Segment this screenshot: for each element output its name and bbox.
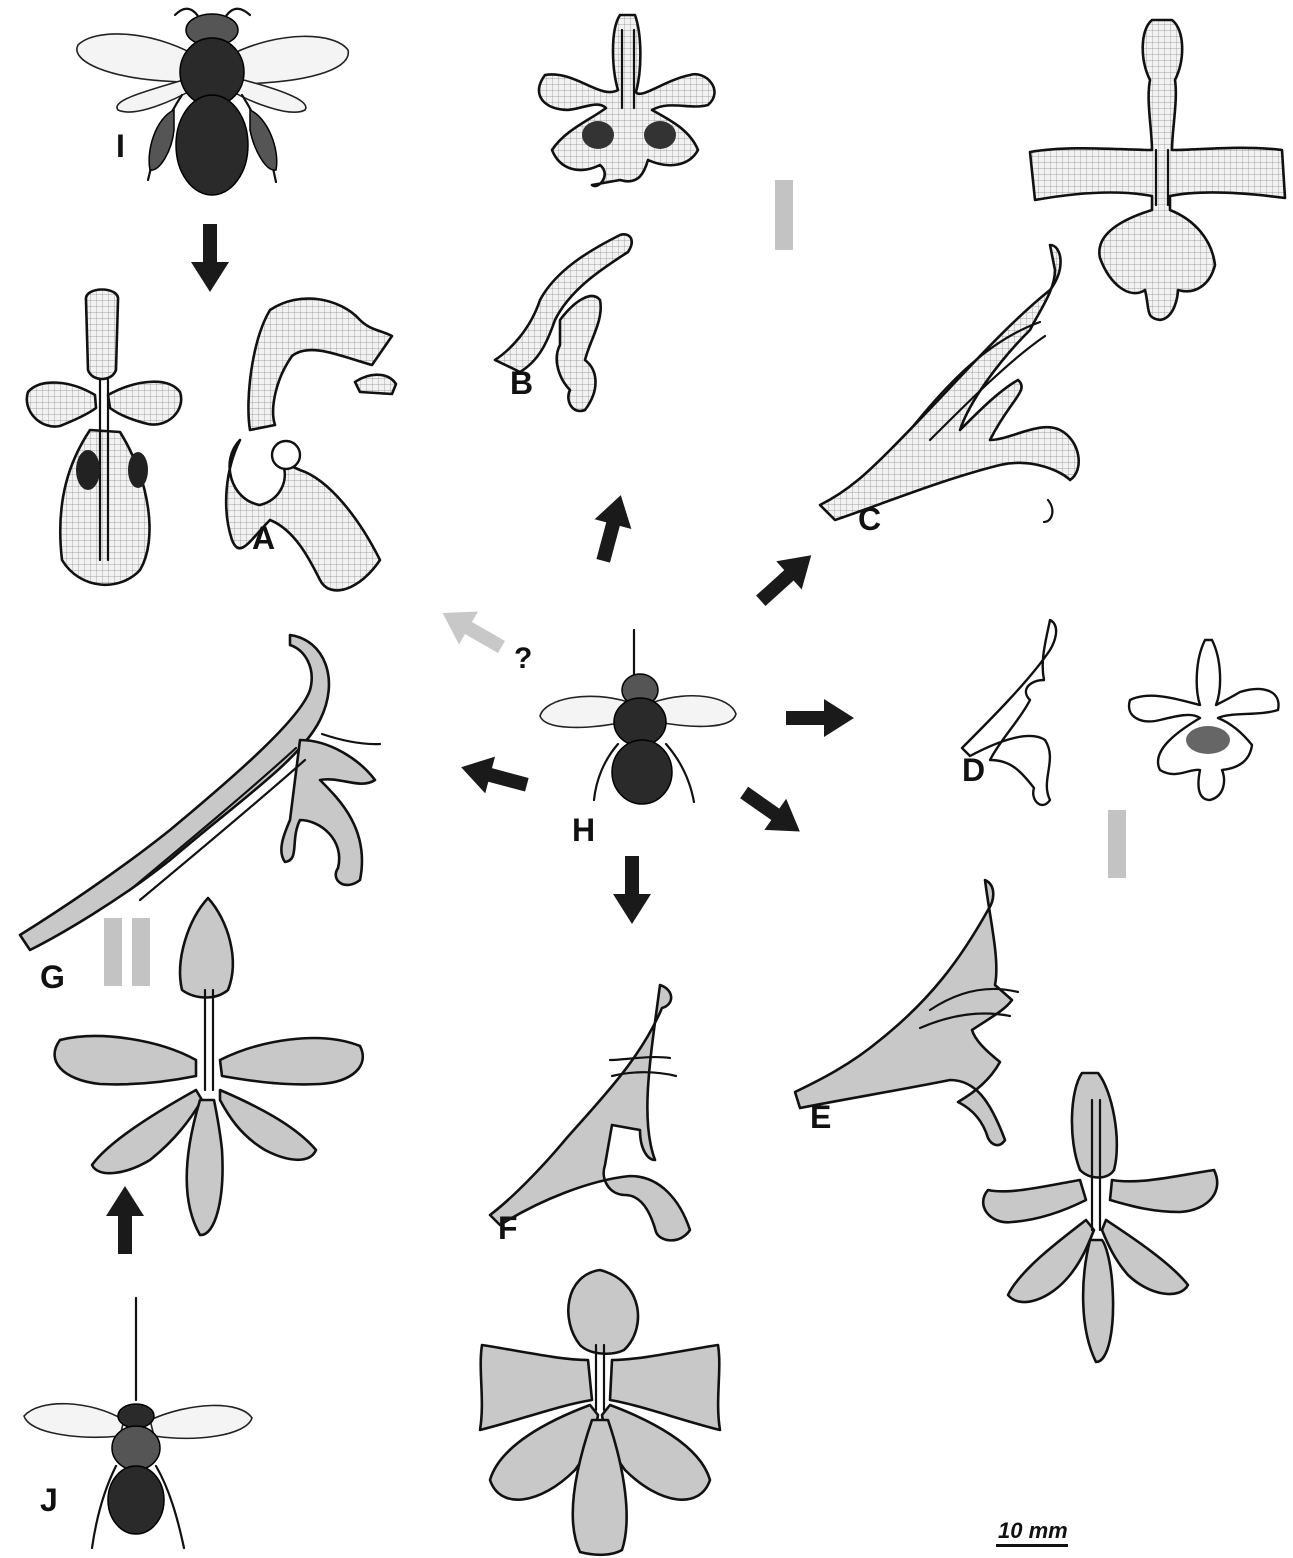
group-bar-I-top: [775, 180, 793, 250]
fly-J-illustration: [24, 1298, 252, 1548]
bee-H-illustration: [540, 630, 736, 804]
bee-I-illustration: [77, 9, 348, 195]
arrow-H-to-D: [786, 699, 854, 737]
flower-C-front-view: [1030, 20, 1285, 320]
label-J: J: [40, 1482, 58, 1518]
question-mark: ?: [514, 642, 532, 675]
label-H: H: [572, 812, 595, 848]
arrow-H-to-A-uncertain: [433, 597, 511, 664]
flower-G-front-view: [55, 898, 363, 1235]
label-E: E: [810, 1099, 831, 1135]
arrow-H-to-C: [748, 541, 824, 615]
flower-G-side-view: [20, 635, 380, 950]
arrow-H-to-F: [613, 856, 651, 924]
flower-C-side-view: [820, 245, 1079, 522]
label-I: I: [116, 128, 125, 164]
label-G: G: [40, 959, 65, 995]
scale-bar: 10 mm: [996, 1518, 1068, 1547]
label-A: A: [252, 520, 275, 556]
arrow-H-to-E: [733, 777, 810, 847]
flower-A-front-view: [27, 290, 181, 585]
scale-bar-label: 10 mm: [998, 1518, 1068, 1543]
group-bar-II-left: [104, 918, 122, 986]
arrow-H-to-G: [456, 749, 532, 803]
label-B: B: [510, 365, 533, 401]
group-bar-II-right: [132, 918, 150, 986]
flower-D-front-view: [1129, 640, 1278, 800]
arrow-H-to-B: [585, 490, 639, 566]
arrow-J-to-G: [106, 1186, 144, 1254]
label-F: F: [498, 1210, 518, 1246]
label-D: D: [962, 752, 985, 788]
arrow-I-to-A: [191, 224, 229, 292]
flower-F-front-view: [480, 1270, 720, 1555]
flower-B-front-view: [539, 15, 715, 186]
label-C: C: [858, 501, 881, 537]
group-bar-I-right: [1108, 810, 1126, 878]
flower-E-front-view: [983, 1073, 1217, 1362]
flower-F-side-view: [490, 985, 690, 1240]
